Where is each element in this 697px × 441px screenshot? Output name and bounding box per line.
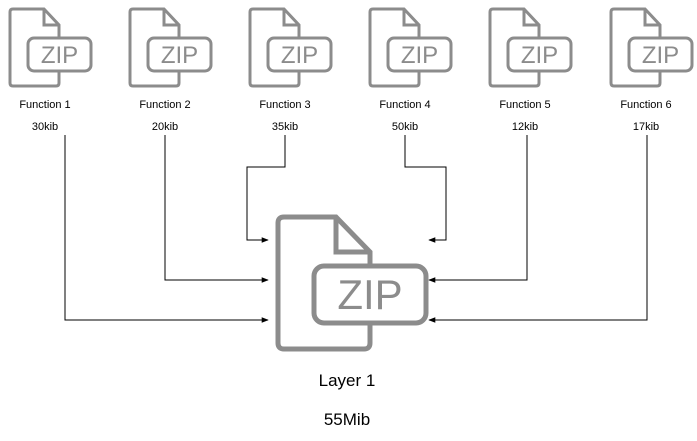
function-5-name: Function 5 xyxy=(499,99,550,111)
connector-function-3 xyxy=(246,135,286,243)
function-6-size: 17kib xyxy=(633,121,659,133)
layer-size: 55Mib xyxy=(324,410,370,429)
function-3-node: ZIP Function 3 35kib xyxy=(248,7,333,133)
zip-file-icon: ZIP xyxy=(368,7,453,88)
zip-file-icon: ZIP xyxy=(488,7,573,88)
zip-label: ZIP xyxy=(642,42,679,69)
function-5-node: ZIP Function 5 12kib xyxy=(488,7,573,133)
layer-node: ZIP Layer 1 55Mib xyxy=(275,214,429,429)
function-1-size: 30kib xyxy=(32,121,58,133)
zip-label: ZIP xyxy=(401,42,438,69)
function-2-name: Function 2 xyxy=(139,99,190,111)
zip-file-icon: ZIP xyxy=(248,7,333,88)
zip-file-icon: ZIP xyxy=(128,7,213,88)
function-5-size: 12kib xyxy=(512,121,538,133)
function-4-node: ZIP Function 4 50kib xyxy=(368,7,453,133)
function-4-size: 50kib xyxy=(392,121,418,133)
function-6-name: Function 6 xyxy=(620,99,671,111)
function-6-node: ZIP Function 6 17kib xyxy=(609,7,694,133)
zip-file-icon: ZIP xyxy=(609,7,694,88)
function-2-size: 20kib xyxy=(152,121,178,133)
zip-label: ZIP xyxy=(161,42,198,69)
function-1-node: ZIP Function 1 30kib xyxy=(8,7,93,133)
zip-label: ZIP xyxy=(521,42,558,69)
connector-function-6 xyxy=(428,135,648,323)
function-3-size: 35kib xyxy=(272,121,298,133)
zip-file-icon: ZIP xyxy=(8,7,93,88)
connector-function-5 xyxy=(428,135,528,283)
function-2-node: ZIP Function 2 20kib xyxy=(128,7,213,133)
zip-file-icon: ZIP xyxy=(275,214,429,352)
connector-function-1 xyxy=(64,135,269,323)
connector-function-2 xyxy=(164,135,269,283)
layer-name: Layer 1 xyxy=(319,371,376,390)
function-3-name: Function 3 xyxy=(259,99,310,111)
function-1-name: Function 1 xyxy=(19,99,70,111)
zip-label: ZIP xyxy=(281,42,318,69)
connector-function-4 xyxy=(404,135,447,243)
function-4-name: Function 4 xyxy=(379,99,430,111)
zip-label: ZIP xyxy=(41,42,78,69)
zip-label: ZIP xyxy=(337,271,402,318)
